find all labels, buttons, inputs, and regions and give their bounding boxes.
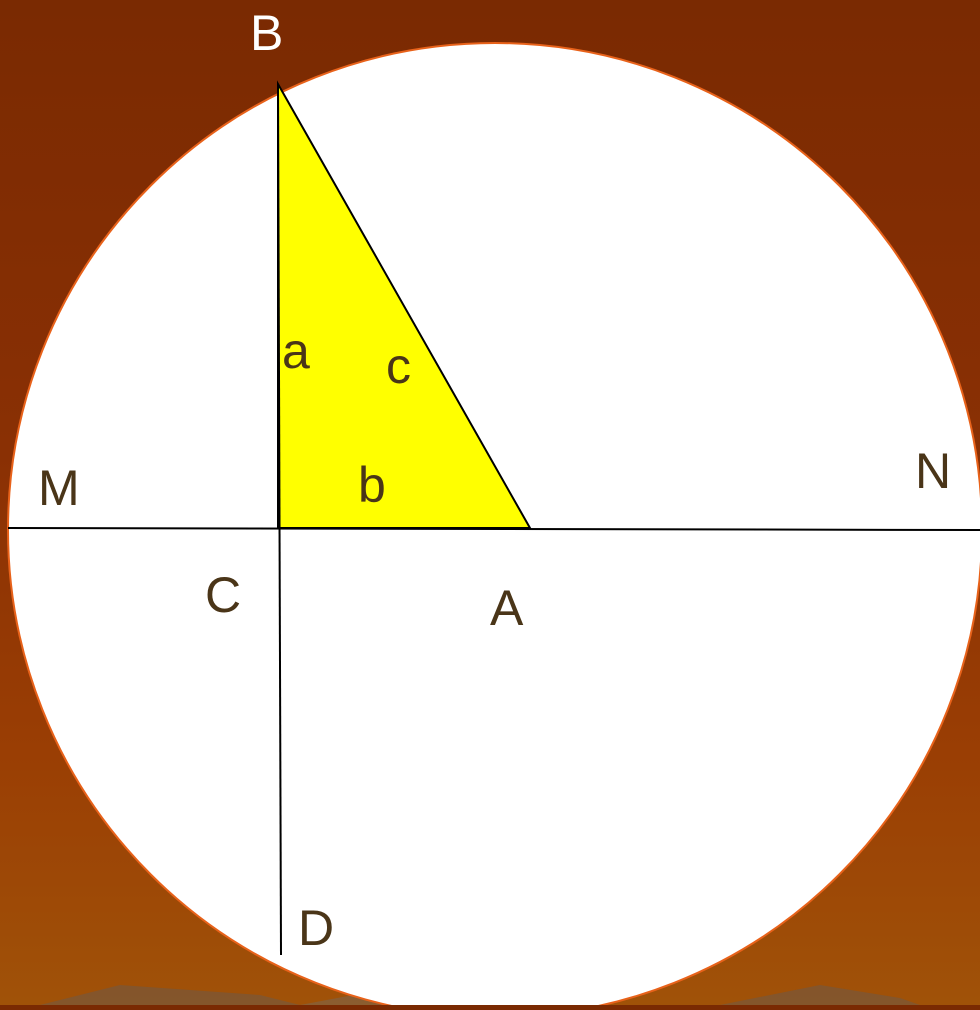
chord-bd — [277, 83, 282, 956]
label-point-b: B — [250, 5, 283, 61]
label-point-c: C — [205, 567, 241, 623]
label-side-c: c — [386, 338, 411, 394]
label-side-a: a — [282, 323, 310, 379]
label-point-n: N — [915, 443, 951, 499]
label-point-m: M — [38, 460, 80, 516]
label-point-d: D — [298, 900, 334, 956]
label-side-b: b — [358, 457, 386, 513]
label-point-a: A — [490, 580, 524, 636]
diameter-mn — [7, 527, 980, 531]
